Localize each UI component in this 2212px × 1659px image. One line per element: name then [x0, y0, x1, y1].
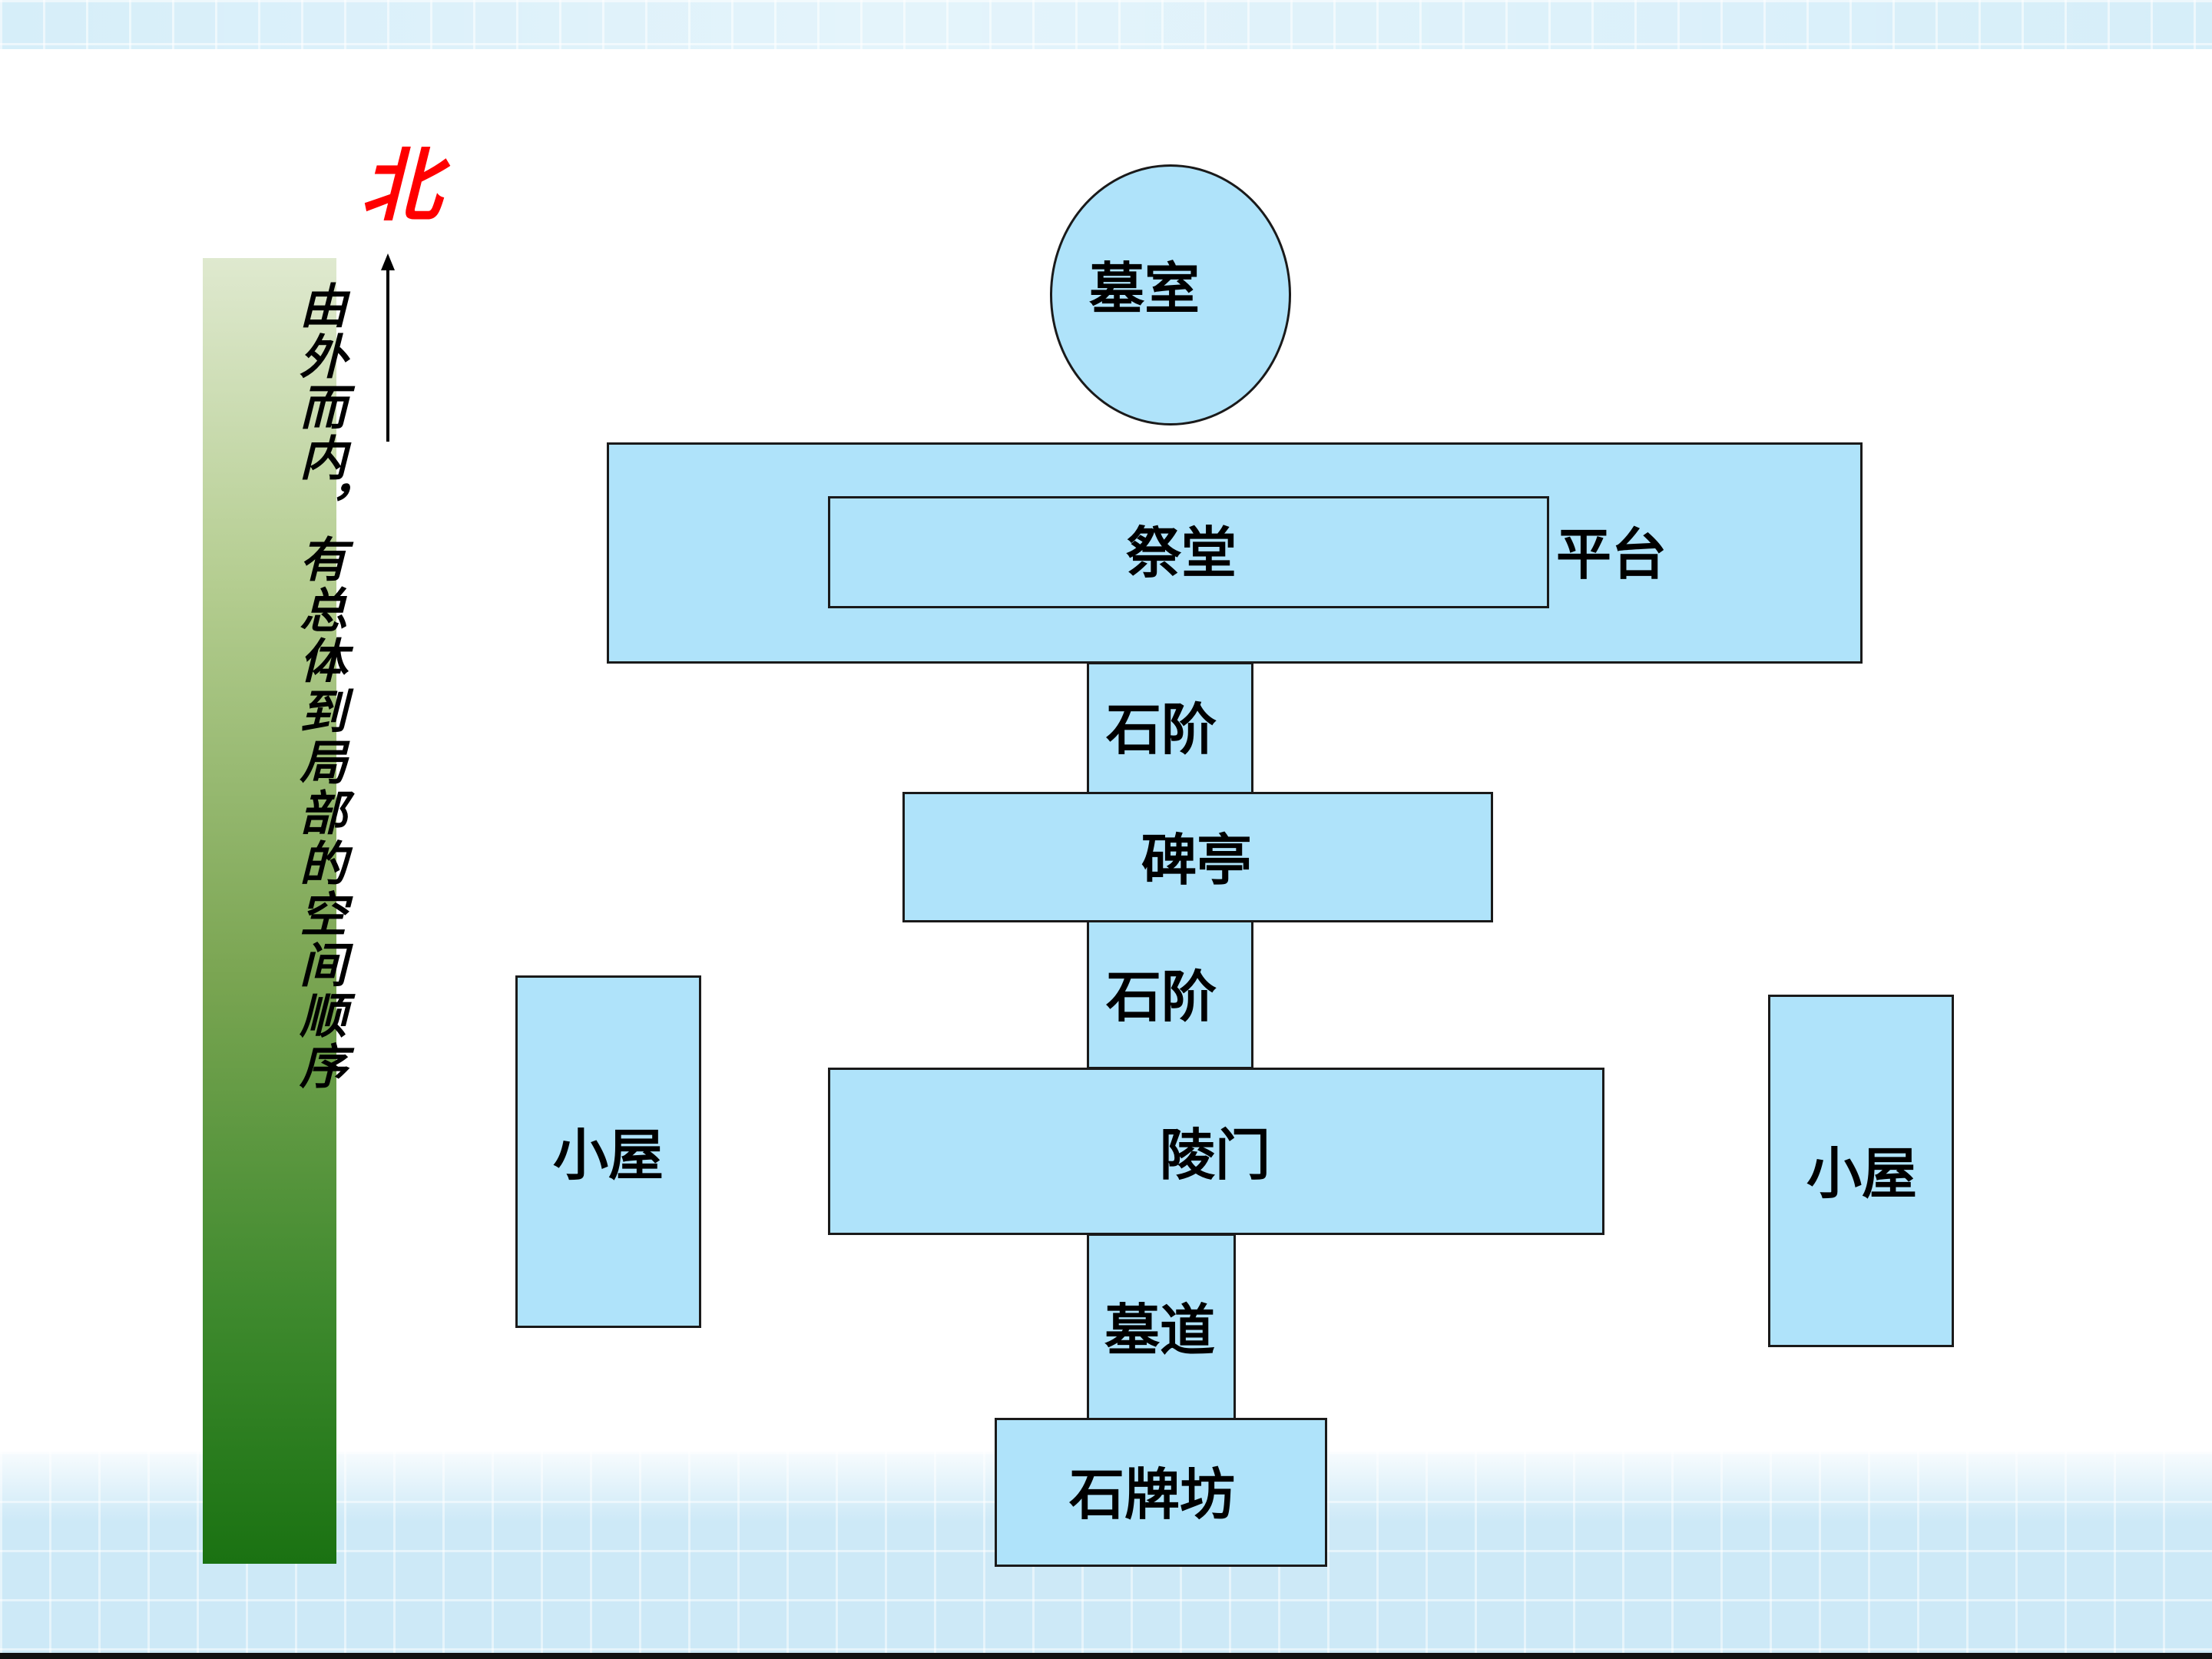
- stele-pavilion-shape: [902, 792, 1493, 922]
- stone-archway-label: 石牌坊: [1068, 1462, 1236, 1527]
- sacrificial-hall-shape: [828, 496, 1549, 608]
- lower-stone-steps-shape: [1087, 920, 1253, 1069]
- top-decorative-band: [0, 0, 2212, 49]
- upper-stone-steps-label: 石阶: [1105, 697, 1217, 762]
- lower-stone-steps-label: 石阶: [1105, 964, 1217, 1029]
- stone-archway-shape: [995, 1418, 1327, 1567]
- platform-label: 平台: [1555, 522, 1667, 587]
- mausoleum-gate-label: 陵门: [1159, 1122, 1271, 1187]
- right-side-house-label: 小屋: [1806, 1141, 1918, 1206]
- sacrificial-hall-label: 祭堂: [1125, 520, 1237, 585]
- left-side-house-shape: [515, 975, 701, 1328]
- bottom-rule: [0, 1653, 2212, 1659]
- stele-pavilion-label: 碑亭: [1141, 827, 1253, 892]
- left-side-house-label: 小屋: [552, 1122, 664, 1187]
- right-side-house-shape: [1768, 995, 1954, 1347]
- tomb-chamber-label: 墓室: [1088, 256, 1200, 321]
- caption-text: 由外而内，有总体到局部的空间顺序: [291, 281, 347, 1092]
- tomb-chamber-shape: [1050, 164, 1291, 426]
- north-label: 北: [361, 138, 442, 233]
- tomb-passage-shape: [1087, 1233, 1236, 1421]
- caption-bar: 由外而内，有总体到局部的空间顺序: [203, 258, 347, 1564]
- upper-stone-steps-shape: [1087, 662, 1253, 794]
- north-arrow-icon: [381, 253, 395, 442]
- tomb-passage-label: 墓道: [1104, 1297, 1216, 1363]
